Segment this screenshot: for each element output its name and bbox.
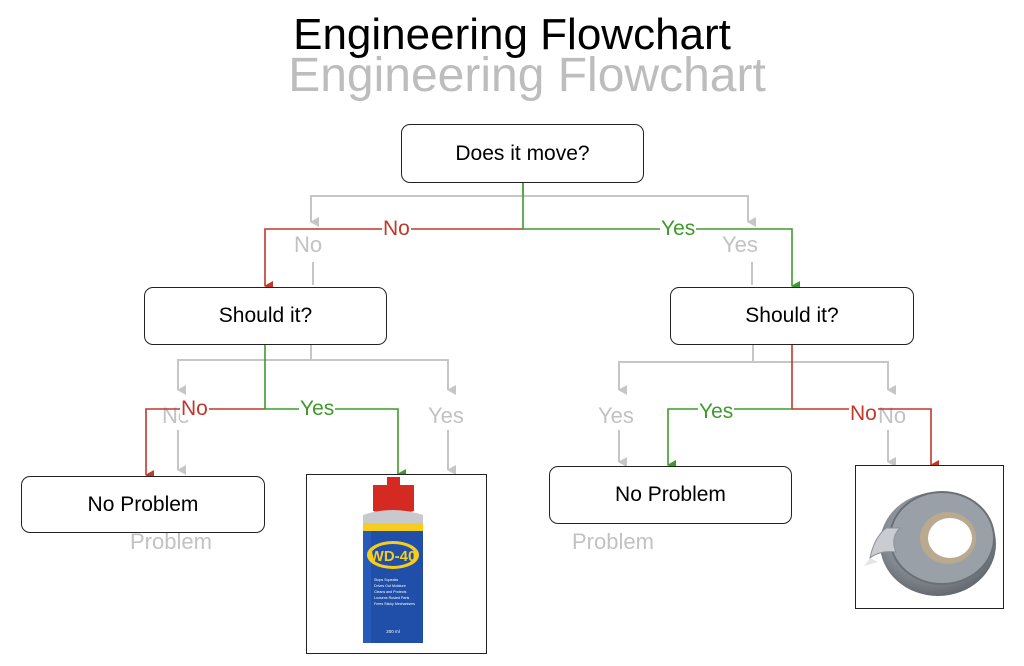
wd40-volume-text: 200 ml — [386, 629, 400, 634]
edge-label-left-yes: Yes — [299, 397, 336, 420]
edge-label-right-no: No — [849, 402, 878, 425]
wd40-image: WD-40 Stops Squeaks Drives Out Moisture … — [306, 474, 487, 654]
wd40-brand-text: WD-40 — [370, 548, 417, 565]
page-title: Engineering Flowchart — [293, 10, 731, 59]
decision-does-it-move[interactable]: Does it move? — [401, 124, 644, 183]
ghost-label-left-yes: Yes — [428, 403, 464, 428]
ghost-label-right-no: No — [878, 403, 907, 428]
edge-label-root-yes: Yes — [660, 217, 697, 240]
result-no-problem-left[interactable]: No Problem — [21, 476, 265, 533]
ghost-label-left-problem: Problem — [130, 529, 212, 554]
ghost-label-root-yes: Yes — [722, 232, 758, 257]
edge-label-left-no: No — [180, 397, 209, 420]
edge-label-root-no: No — [382, 217, 411, 240]
no-connectors — [145, 228, 939, 480]
wd40-bullet-1: Stops Squeaks — [374, 578, 398, 582]
wd40-bullet-4: Loosens Rusted Parts — [374, 596, 410, 600]
wd40-bullet-2: Drives Out Moisture — [374, 584, 406, 588]
wd40-bullet-5: Frees Sticky Mechanisms — [374, 602, 415, 606]
decision-should-it-right[interactable]: Should it? — [670, 287, 914, 345]
wd40-bullet-3: Cleans and Protects — [374, 590, 407, 594]
ghost-title: Engineering Flowchart — [288, 49, 766, 102]
ghost-label-root-no: No — [294, 232, 323, 257]
duct-tape-image — [855, 465, 1004, 609]
edge-label-right-yes: Yes — [698, 400, 735, 423]
decision-should-it-left[interactable]: Should it? — [144, 287, 387, 345]
ghost-label-right-problem: Problem — [572, 529, 654, 554]
result-no-problem-right[interactable]: No Problem — [549, 466, 792, 524]
duct-tape-icon — [864, 491, 996, 596]
wd40-can-icon: WD-40 Stops Squeaks Drives Out Moisture … — [363, 477, 423, 643]
ghost-label-right-yes: Yes — [598, 403, 634, 428]
